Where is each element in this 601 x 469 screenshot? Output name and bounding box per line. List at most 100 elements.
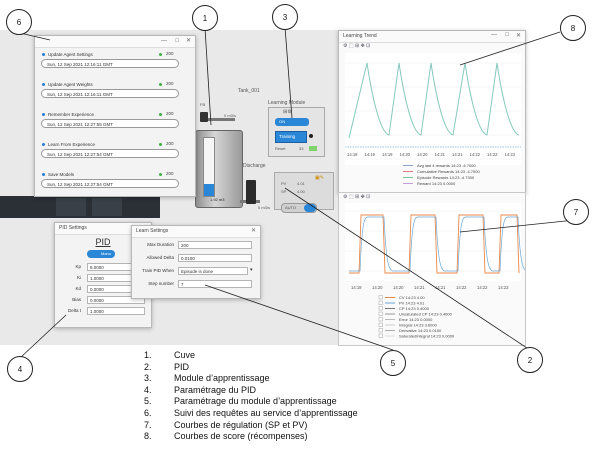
legend-item-text: Paramétrage du module d’apprentissage (174, 396, 337, 407)
request-code: 200 (166, 171, 174, 176)
discharge-label: Discharge (243, 163, 266, 169)
close-icon[interactable]: ✕ (185, 38, 191, 44)
x-tick-label: 14:21 (452, 152, 463, 157)
learning-module-panel[interactable]: ⊞⚙ ON Training Reset 33 (268, 107, 325, 157)
regulation-plot-area (345, 203, 521, 281)
minimize-icon[interactable]: — (161, 38, 167, 44)
tank-level-gauge (203, 137, 215, 197)
legend-checkbox[interactable] (378, 295, 383, 300)
pid-mode-toggle[interactable]: Manu (87, 250, 115, 258)
legend-item: 7.Courbes de régulation (SP et PV) (144, 420, 358, 432)
callout-line-1 (204, 27, 212, 126)
callout-2: 2 (517, 347, 543, 373)
request-title: Learn From Experience (48, 142, 96, 147)
scada-dark-tile (92, 198, 122, 216)
chevron-down-icon[interactable]: ▾ (250, 267, 253, 273)
learn-field-input[interactable]: 7 (178, 280, 252, 288)
legend-checkbox[interactable] (378, 311, 383, 316)
close-icon[interactable]: ✕ (250, 228, 256, 234)
legend-checkbox[interactable] (378, 300, 383, 305)
pv-label: PV (281, 181, 287, 186)
x-tick-label: 14:18 (347, 152, 358, 157)
pid-field-input[interactable]: 1.0000 (87, 307, 145, 315)
legend-item: 1. Cuve (144, 350, 358, 362)
legend-item-text: PID (174, 361, 190, 372)
close-icon[interactable]: ✕ (515, 33, 521, 39)
learning-trend-titlebar[interactable]: Learning Trend (339, 31, 525, 43)
legend-entry: PV 14:23 4.01 (399, 301, 425, 306)
legend-item-number: 7. (144, 419, 152, 430)
learning-module-title: Learning Module (268, 100, 306, 106)
legend-item: 5. Paramétrage du module d’apprentissage (144, 396, 358, 408)
reset-label[interactable]: Reset (275, 146, 286, 151)
auto-toggle[interactable]: AUTO (281, 203, 317, 213)
learning-on-toggle[interactable]: ON (275, 118, 309, 126)
tank-level-fill (204, 184, 214, 196)
reward-series-line (348, 62, 520, 139)
inlet-pipe (205, 118, 235, 121)
learn-settings-titlebar[interactable]: Learn Settings (132, 226, 260, 238)
learn-field-label: Max Duration (147, 242, 174, 247)
request-code: 200 (166, 81, 174, 86)
pid-icons: ▣✎ (315, 175, 324, 181)
training-button[interactable]: Training (275, 131, 307, 143)
regulation-trend-toolbar[interactable]: ⚙ ⬚ ⊞ ✥ ⊡ (343, 194, 371, 200)
callout-8: 8 (560, 15, 586, 41)
outlet-flow-label: 0 m3/s (258, 205, 271, 210)
legend-item-number: 1. (144, 350, 152, 360)
x-tick-label: 14:23 (498, 285, 509, 290)
inlet-valve[interactable] (200, 112, 208, 122)
minimize-icon[interactable]: — (491, 32, 497, 38)
legend-entry: Error 14:23 0.0000 (399, 317, 433, 322)
pid-field-label: Ki (76, 275, 81, 280)
legend-checkbox[interactable] (378, 333, 383, 338)
callout-line-2 (284, 187, 531, 351)
sp-series-line (349, 214, 520, 274)
scada-dark-tile (56, 198, 86, 216)
pid-field-input[interactable]: 0.0000 (87, 296, 145, 304)
legend-item-number: 5. (144, 396, 152, 407)
pid-settings-titlebar[interactable]: PID Settings (55, 223, 151, 235)
outlet-valve[interactable] (246, 180, 256, 204)
callout-line-6 (19, 32, 51, 41)
x-tick-label: 14:22 (477, 285, 488, 290)
legend-entry: CV 14:23 4.00 (399, 295, 425, 300)
x-tick-label: 14:21 (435, 152, 446, 157)
legend-checkbox[interactable] (378, 306, 383, 311)
request-timestamp: Sun, 12 Sep 2021 12:27:55 GMT (41, 119, 179, 128)
pv-value: 4.01 (297, 181, 305, 186)
x-tick-label: 14:20 (417, 152, 428, 157)
learn-field-input[interactable]: 200 (178, 241, 252, 249)
request-code: 200 (166, 111, 174, 116)
request-title: Save Models (48, 172, 75, 177)
maximize-icon[interactable]: □ (505, 32, 509, 38)
legend-item-text: Module d’apprentissage (174, 373, 270, 384)
callout-line-7 (459, 219, 576, 233)
legend-checkbox[interactable] (378, 328, 383, 333)
auto-label: AUTO (285, 205, 297, 210)
auto-knob (304, 204, 316, 212)
tank-name-label: Tank_001 (238, 88, 260, 94)
legend-item-text: Cuve (174, 350, 196, 360)
legend-checkbox[interactable] (378, 317, 383, 322)
requests-window-titlebar[interactable]: — □ ✕ (35, 36, 195, 48)
learn-field-input[interactable]: 0.0100 (178, 254, 252, 262)
learn-field-input[interactable]: Episode is done (178, 267, 248, 275)
maximize-icon[interactable]: □ (175, 38, 179, 44)
learning-trend-toolbar[interactable]: ⚙ ⬚ ⊞ ✥ ⊡ (343, 43, 371, 49)
legend-item: 3.Module d’apprentissage (144, 373, 358, 385)
legend-checkbox[interactable] (378, 322, 383, 327)
pid-field-label: Kp (75, 264, 81, 269)
legend-entry: Derivative 14:23 0.0100 (399, 328, 442, 333)
legend-entry: Cumulative Rewards 14:23 -4.7000 (417, 169, 480, 174)
request-code: 200 (166, 141, 174, 146)
